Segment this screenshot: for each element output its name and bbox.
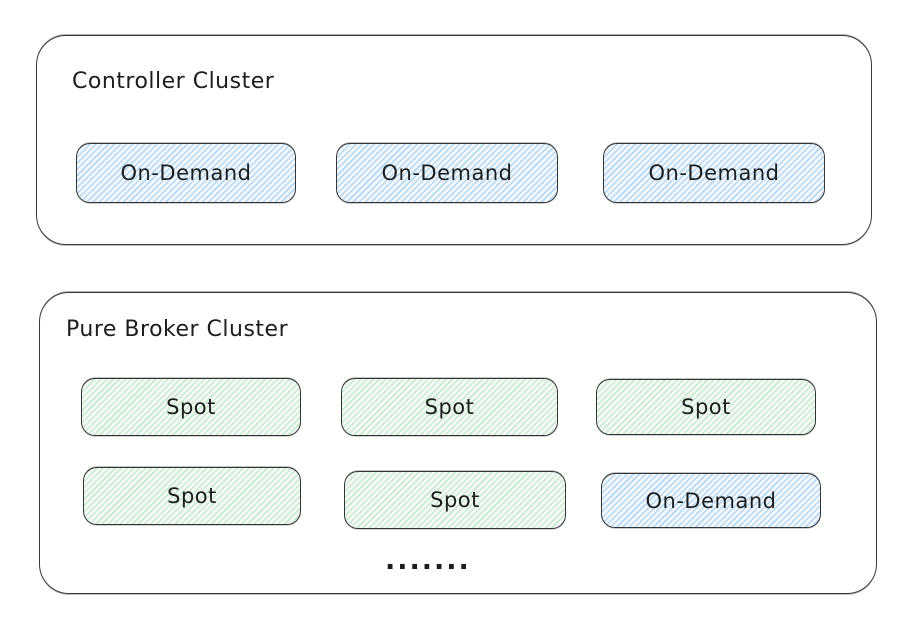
node-label: Spot: [166, 395, 216, 419]
controller-cluster-container: Controller Cluster On-Demand On-Demand O…: [36, 35, 872, 245]
node-spot: Spot: [81, 378, 301, 436]
node-label: On-Demand: [645, 488, 777, 513]
node-label: On-Demand: [648, 161, 780, 185]
node-spot: Spot: [341, 378, 558, 436]
node-label: Spot: [430, 488, 480, 512]
node-label: On-Demand: [381, 161, 513, 185]
node-on-demand: On-Demand: [603, 143, 825, 203]
node-on-demand: On-Demand: [76, 143, 296, 203]
ellipsis-dots: .......: [385, 545, 471, 576]
node-spot: Spot: [83, 467, 301, 525]
node-label: Spot: [167, 484, 217, 508]
node-spot: Spot: [344, 471, 566, 529]
node-label: On-Demand: [120, 161, 252, 185]
pure-broker-cluster-title: Pure Broker Cluster: [66, 317, 289, 342]
node-label: Spot: [424, 395, 475, 419]
node-on-demand: On-Demand: [336, 143, 558, 203]
node-spot: Spot: [596, 379, 816, 435]
node-on-demand: On-Demand: [601, 473, 821, 528]
controller-cluster-title: Controller Cluster: [72, 69, 275, 94]
node-label: Spot: [681, 395, 731, 419]
pure-broker-cluster-container: Pure Broker Cluster Spot Spot Spot Spot …: [39, 292, 877, 594]
